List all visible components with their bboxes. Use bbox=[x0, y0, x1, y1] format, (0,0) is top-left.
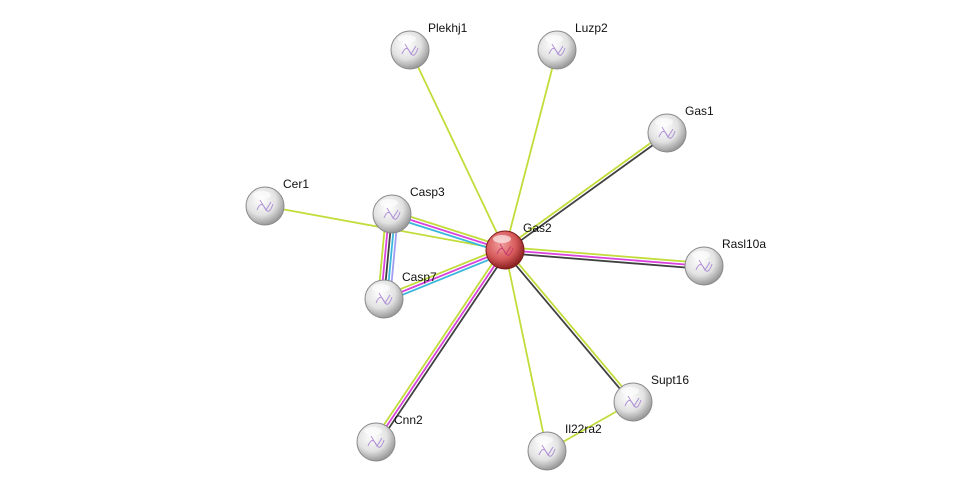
edge-gas2-casp7[interactable] bbox=[382, 246, 507, 303]
highlight bbox=[493, 235, 511, 243]
edge-line-experimental bbox=[391, 213, 506, 251]
edge-line-textmining bbox=[504, 249, 548, 452]
node-rasl10a[interactable]: Rasl10a bbox=[684, 237, 766, 286]
highlight bbox=[372, 284, 390, 292]
edge-gas2-gas1[interactable] bbox=[503, 131, 669, 252]
edge-line-textmining bbox=[504, 49, 558, 251]
node-supt16[interactable]: Supt16 bbox=[613, 373, 689, 422]
nodes: Gas2 Plekhj1 Luzp2Gas1Cer1Casp3Rasl10aCasp… bbox=[245, 21, 766, 471]
highlight bbox=[380, 199, 398, 207]
node-label: Casp7 bbox=[402, 270, 437, 284]
edge-gas2-luzp2[interactable] bbox=[504, 49, 558, 251]
edge-line-experimental bbox=[504, 249, 705, 267]
highlight bbox=[535, 436, 553, 444]
edge-gas2-plekhj1[interactable] bbox=[409, 49, 506, 251]
node-casp3[interactable]: Casp3 bbox=[372, 185, 445, 234]
edge-line-textmining bbox=[409, 49, 506, 251]
edge-line-experimental bbox=[375, 249, 506, 443]
edge-gas2-rasl10a[interactable] bbox=[504, 246, 705, 270]
edge-line-textmining bbox=[503, 131, 667, 250]
edge-line-textmining bbox=[372, 247, 504, 441]
node-label: Gas2 bbox=[523, 221, 552, 235]
edge-line-coexpression bbox=[503, 250, 633, 404]
protein-structure-icon bbox=[375, 292, 393, 305]
highlight bbox=[655, 118, 673, 126]
highlight bbox=[545, 35, 563, 43]
protein-structure-icon bbox=[496, 243, 514, 256]
protein-structure-icon bbox=[548, 43, 566, 56]
highlight bbox=[692, 251, 710, 259]
edge-line-textmining bbox=[382, 246, 505, 298]
node-gas1[interactable]: Gas1 bbox=[647, 104, 714, 153]
node-label: Cnn2 bbox=[394, 413, 423, 427]
protein-structure-icon bbox=[624, 395, 642, 408]
edge-line-coexpression bbox=[377, 251, 509, 445]
node-cnn2[interactable]: Cnn2 bbox=[356, 413, 423, 462]
protein-structure-icon bbox=[658, 126, 676, 139]
node-plekhj1[interactable]: Plekhj1 bbox=[390, 21, 468, 70]
edge-gas2-casp3[interactable] bbox=[390, 210, 507, 254]
edge-line-experimental bbox=[383, 249, 506, 300]
node-label: Plekhj1 bbox=[428, 21, 468, 35]
node-gas2[interactable]: Gas2 bbox=[485, 221, 552, 270]
node-label: Cer1 bbox=[283, 177, 309, 191]
highlight bbox=[364, 427, 382, 435]
edge-line-database bbox=[390, 216, 505, 254]
protein-structure-icon bbox=[383, 207, 401, 220]
edge-line-coexpression bbox=[505, 133, 669, 252]
protein-structure-icon bbox=[256, 199, 274, 212]
edge-line-coexpression bbox=[504, 252, 704, 270]
node-label: Casp3 bbox=[410, 185, 445, 199]
node-label: Supt16 bbox=[651, 373, 689, 387]
highlight bbox=[253, 191, 271, 199]
node-casp7[interactable]: Casp7 bbox=[364, 270, 437, 319]
edge-gas2-il22ra2[interactable] bbox=[504, 249, 548, 452]
node-label: Gas1 bbox=[685, 104, 714, 118]
node-il22ra2[interactable]: Il22ra2 bbox=[527, 422, 602, 471]
edge-gas2-supt16[interactable] bbox=[503, 248, 635, 404]
protein-structure-icon bbox=[538, 444, 556, 457]
highlight bbox=[621, 387, 639, 395]
edge-gas2-cnn2[interactable] bbox=[372, 247, 509, 445]
highlight bbox=[398, 35, 416, 43]
node-label: Luzp2 bbox=[575, 21, 608, 35]
edge-line-textmining bbox=[505, 248, 635, 402]
node-label: Il22ra2 bbox=[565, 422, 602, 436]
protein-structure-icon bbox=[401, 43, 419, 56]
edge-line-textmining bbox=[505, 246, 705, 264]
node-label: Rasl10a bbox=[722, 237, 766, 251]
node-luzp2[interactable]: Luzp2 bbox=[537, 21, 608, 70]
edge-line-database bbox=[384, 251, 507, 303]
protein-structure-icon bbox=[367, 435, 385, 448]
node-cer1[interactable]: Cer1 bbox=[245, 177, 309, 226]
edge-line-textmining bbox=[392, 210, 507, 248]
protein-structure-icon bbox=[695, 259, 713, 272]
